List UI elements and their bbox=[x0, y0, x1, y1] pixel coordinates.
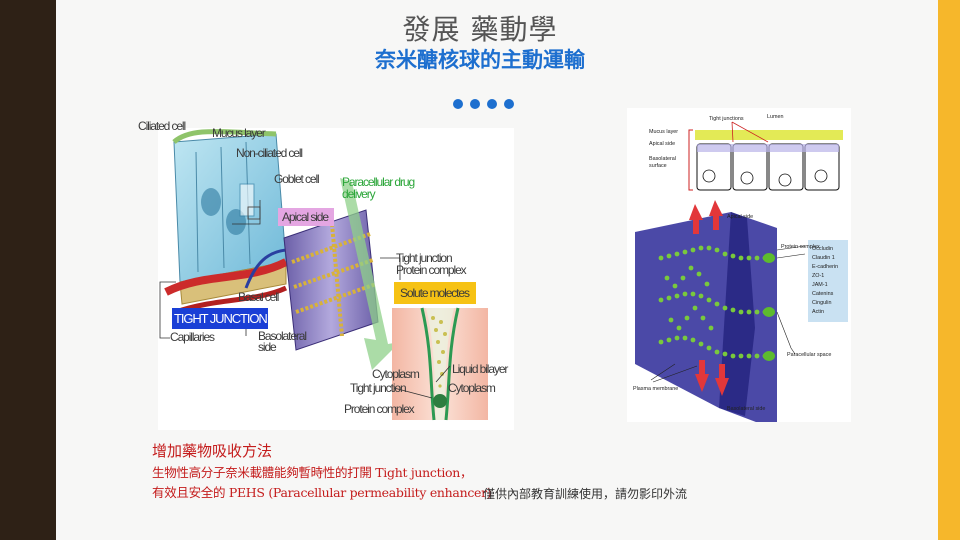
label-protein-complex-lower: Protein complex bbox=[344, 402, 415, 416]
label-basolateral-surface: surface bbox=[649, 163, 667, 169]
label-lumen: Lumen bbox=[767, 114, 783, 120]
apical-side-box bbox=[278, 208, 334, 226]
label-basolateral: Basolateral bbox=[649, 156, 676, 162]
label-paracellular-space: Paracellular space bbox=[787, 352, 831, 358]
label-cytoplasm-right: Cytoplasm bbox=[448, 381, 496, 395]
label-apical-side-top: Apical side bbox=[649, 141, 675, 147]
label-apical-side: Apical side bbox=[282, 210, 329, 224]
protein-item: E-cadherin bbox=[812, 264, 838, 270]
label-mucus-layer-right: Mucus layer bbox=[649, 129, 678, 135]
protein-item: Occludin bbox=[812, 246, 833, 252]
paracellular-space-diagram: Tight junctions Lumen Mucus layer Apical… bbox=[627, 108, 851, 422]
label-non-ciliated-cell: Non-ciliated cell bbox=[236, 146, 302, 160]
protein-item: Cingulin bbox=[812, 300, 831, 306]
slide-subtitle: 奈米醣核球的主動運輸 bbox=[375, 48, 585, 72]
label-tight-junction-lower: Tight junction bbox=[350, 381, 406, 395]
label-capillaries: Capillaries bbox=[170, 330, 215, 344]
decor-dot bbox=[487, 99, 497, 109]
label-basolateral-side: Basolateral side bbox=[727, 406, 765, 412]
notes-heading: 增加藥物吸收方法 bbox=[152, 442, 273, 460]
notes-line-2: 有效且安全的 PEHS (Paracellular permeability e… bbox=[152, 485, 492, 500]
label-tight-junction-banner: TIGHT JUNCTION bbox=[174, 311, 267, 326]
label-goblet-cell: Goblet cell bbox=[274, 172, 319, 186]
label-basolateral: Basolateral bbox=[258, 329, 306, 343]
decor-dot bbox=[504, 99, 514, 109]
solute-molecules-box bbox=[394, 282, 476, 304]
slide-title: 發展 藥動學 bbox=[402, 13, 558, 46]
protein-item: JAM-1 bbox=[812, 282, 828, 288]
protein-item: Actin bbox=[812, 309, 824, 315]
protein-item: Catenins bbox=[812, 291, 834, 297]
right-decor-bar bbox=[938, 0, 960, 540]
tight-junction-illustration: Ciliated cell Mucus layer Non-ciliated c… bbox=[138, 119, 514, 430]
label-paracellular-delivery: delivery bbox=[342, 187, 376, 201]
label-tight-junction: Tight junction bbox=[396, 251, 452, 265]
tight-junction-banner bbox=[172, 308, 268, 329]
label-plasma-membrane: Plasma membrane bbox=[633, 386, 678, 392]
label-protein-complex: Protein complex bbox=[396, 263, 467, 277]
protein-item: ZO-1 bbox=[812, 273, 824, 279]
label-tight-junctions: Tight junctions bbox=[709, 116, 744, 122]
notes-line-1: 生物性高分子奈米載體能夠暫時性的打開 Tight junction， bbox=[152, 465, 473, 480]
decor-dots bbox=[453, 99, 514, 109]
footer-disclaimer: 僅供內部教育訓練使用，請勿影印外流 bbox=[483, 487, 688, 501]
label-paracellular-drug: Paracellular drug bbox=[342, 175, 414, 189]
label-ciliated-cell: Ciliated cell bbox=[138, 119, 185, 133]
label-basal-cell: Basal cell bbox=[238, 290, 279, 304]
label-protein-complex: Protein complex bbox=[781, 244, 820, 250]
decor-dot bbox=[470, 99, 480, 109]
label-mucus-layer: Mucus layer bbox=[212, 126, 266, 140]
label-liquid-bilayer: Liquid bilayer bbox=[452, 362, 508, 376]
decor-dot bbox=[453, 99, 463, 109]
label-apical-side-mid: Apical side bbox=[727, 214, 753, 220]
label-cytoplasm-left: Cytoplasm bbox=[372, 367, 420, 381]
label-solute-molecules: Solute molectes bbox=[400, 286, 470, 300]
label-basolateral-side: side bbox=[258, 340, 277, 354]
protein-item: Claudin 1 bbox=[812, 255, 835, 261]
left-decor-bar bbox=[0, 0, 56, 540]
